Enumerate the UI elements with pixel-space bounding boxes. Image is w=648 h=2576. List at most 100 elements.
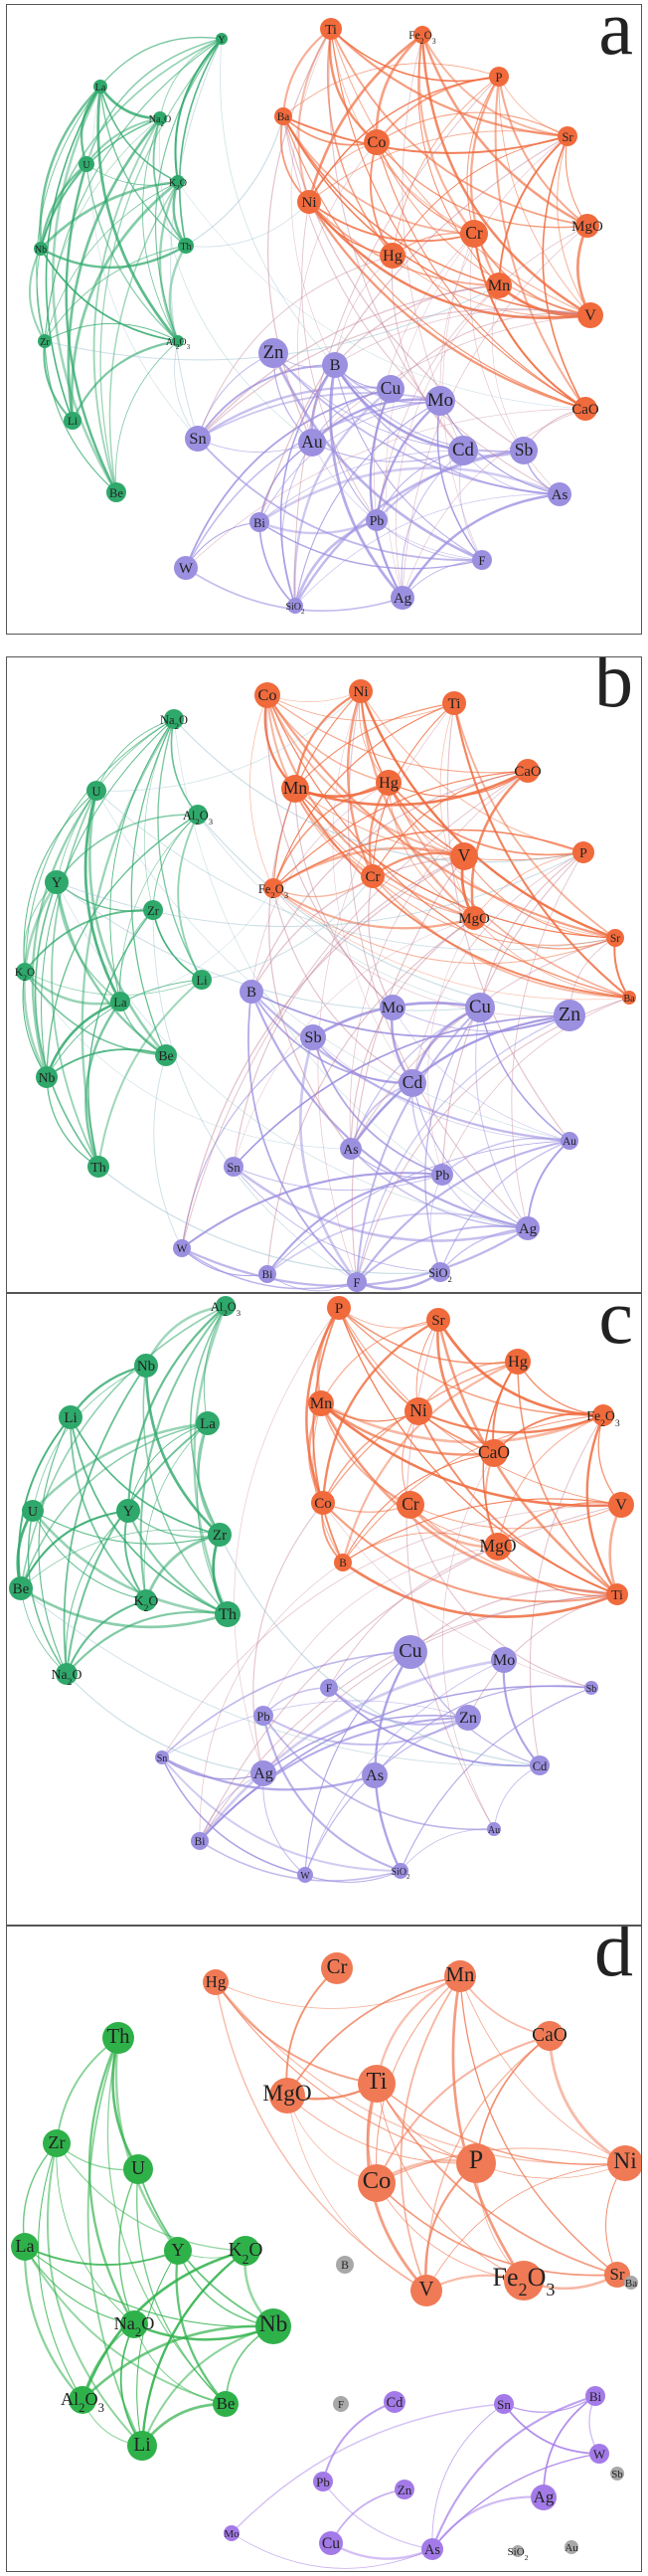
edge (44, 245, 187, 342)
node-label: Zn (263, 342, 284, 363)
edge (294, 769, 529, 807)
edge (350, 917, 475, 1150)
edge (441, 997, 630, 1176)
node-label: K2O (15, 967, 35, 983)
node-nb-circle (134, 1354, 158, 1378)
edge (473, 233, 591, 316)
node-label: SiO2 (508, 2546, 529, 2562)
node-f-circle (320, 1679, 338, 1697)
edge (157, 718, 203, 981)
node-label: F (338, 2399, 344, 2411)
edge (376, 519, 483, 561)
edge (286, 2095, 427, 2292)
edge (46, 814, 199, 1078)
edge (282, 115, 475, 235)
edge (261, 1715, 402, 1873)
node-cd-circle (399, 1069, 426, 1097)
node-label: Sn (189, 429, 206, 448)
edge (376, 111, 568, 143)
node-label: Cr (366, 869, 381, 885)
edge (299, 1036, 359, 1283)
node-as-circle (548, 482, 571, 506)
edge (185, 201, 310, 248)
node-ba-circle (622, 991, 636, 1005)
edge (320, 1319, 439, 1404)
edge (97, 1166, 441, 1275)
node-label: Hg (379, 773, 399, 792)
edge (83, 790, 122, 1003)
node-label: Mo (427, 390, 453, 411)
node-mo-circle (380, 995, 405, 1020)
node-label: Au (565, 2542, 578, 2554)
edge (294, 702, 455, 790)
node-label: Co (257, 685, 276, 704)
node-cd-circle (448, 436, 478, 465)
edge (373, 233, 475, 521)
edge (96, 979, 203, 1168)
edge (409, 1504, 618, 1595)
edge (81, 2249, 246, 2401)
node-au-circle (565, 2540, 578, 2554)
node-na2o-circle (120, 2310, 148, 2338)
edge (38, 2142, 83, 2401)
edge (334, 255, 394, 366)
edge (266, 1140, 570, 1275)
edge (161, 1504, 622, 1758)
edge (199, 1593, 618, 1842)
edge (272, 887, 616, 965)
edge (24, 909, 154, 973)
edge (517, 1361, 604, 1416)
edge (181, 1247, 268, 1277)
node-mo-circle (224, 2525, 240, 2541)
node-label: Bi (589, 2389, 602, 2404)
node-mgo-circle (462, 906, 486, 930)
edge (376, 141, 588, 229)
edge (301, 201, 378, 521)
node-au-circle (561, 1132, 578, 1150)
edge (38, 1416, 72, 1675)
node-label: Ag (394, 591, 412, 607)
node-label: Nb (35, 245, 47, 256)
edge (36, 86, 101, 342)
node-label: Zr (147, 904, 160, 918)
node-be-circle (213, 2391, 239, 2417)
node-mo-circle (491, 1647, 517, 1673)
node-sr-circle (426, 1308, 450, 1332)
node-be-circle (9, 1576, 33, 1600)
node-label: P (469, 2145, 483, 2174)
edge (56, 2142, 246, 2252)
node-la-circle (11, 2233, 39, 2261)
node-label: Sn (157, 1753, 168, 1764)
node-b-circle (336, 2256, 354, 2274)
edge (346, 690, 375, 877)
node-label: Al2O3 (211, 1300, 242, 1318)
node-label: Ti (448, 696, 461, 712)
edge (199, 1840, 402, 1882)
edge (469, 233, 561, 495)
edge (31, 1510, 229, 1616)
edge (502, 1659, 541, 1766)
node-label: As (343, 1142, 358, 1157)
edge (436, 400, 483, 561)
edge (503, 2395, 596, 2413)
edge (402, 408, 586, 599)
edge (197, 307, 591, 440)
edge (542, 135, 586, 410)
edge (56, 2142, 135, 2325)
node-th-circle (102, 2022, 134, 2054)
node-label: CaO (532, 2025, 567, 2046)
edge (95, 790, 570, 1142)
edge (421, 34, 568, 137)
node-label: Ag (519, 1221, 538, 1237)
edge (90, 86, 199, 440)
edge (484, 1452, 499, 1548)
node-label: Zr (48, 2132, 65, 2152)
edge (20, 1305, 227, 1589)
edge (497, 1502, 622, 1548)
node-label: Li (64, 1410, 77, 1426)
edge (40, 244, 187, 270)
edge (311, 314, 591, 444)
